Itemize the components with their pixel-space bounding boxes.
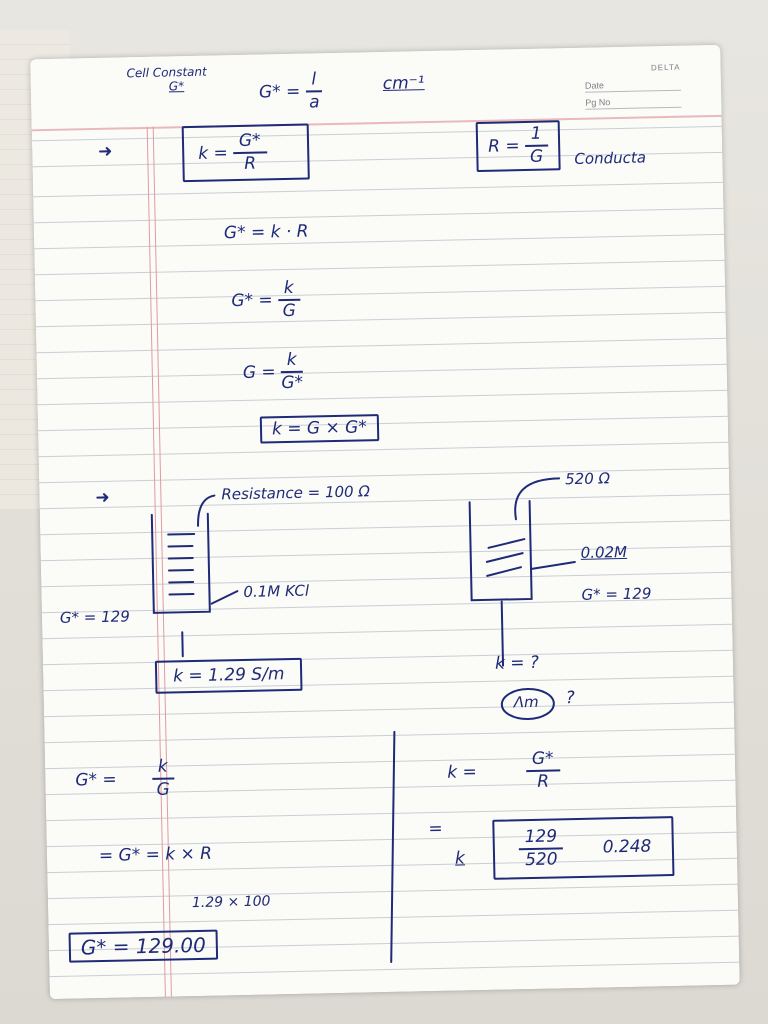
unknown-lambda-label: Λm [513, 692, 539, 712]
right-cell-constant-label: G* = 129 [581, 584, 652, 604]
left-stem-line [181, 631, 184, 658]
lambda-circle [500, 688, 555, 721]
unknown-lambda-question: ? [565, 688, 575, 709]
calc-left-line3: 1.29 × 100 [191, 893, 271, 912]
right-resistance-label: 520 Ω [564, 469, 611, 489]
unknown-k-label: k = ? [494, 652, 540, 674]
boxed-k-value: k = 1.29 S/m [154, 657, 303, 694]
notebook-page: DELTA Date Pg No Cell Constant G* G* = l… [30, 44, 740, 1000]
left-beaker [150, 512, 211, 614]
calc-left-line2: = G* = k × R [98, 843, 213, 867]
right-solution-arrow [530, 561, 576, 570]
right-stem-line [500, 600, 505, 667]
calc-left-final-box: G* = 129.00 [68, 929, 219, 963]
right-beaker [468, 499, 533, 602]
right-concentration-label: 0.02M [580, 542, 628, 562]
right-divider-line [390, 730, 396, 963]
left-resistance-label: Resistance = 100 Ω [221, 482, 371, 504]
left-resistance-arrow [197, 494, 216, 527]
calc-right-k-label: k [454, 848, 466, 869]
left-solution-arrow [210, 590, 239, 605]
right-resistance-arrow [514, 477, 561, 521]
left-cell-constant-given: G* = 129 [59, 607, 130, 627]
calc-right-eq-sign: = [428, 818, 443, 840]
calc-right-line1: k = G*R [447, 749, 560, 792]
beaker-drawings [150, 477, 576, 963]
left-solution-label: 0.1M KCl [243, 581, 310, 601]
right-beaker-electrode [485, 538, 526, 577]
left-beaker-electrode [167, 532, 196, 596]
